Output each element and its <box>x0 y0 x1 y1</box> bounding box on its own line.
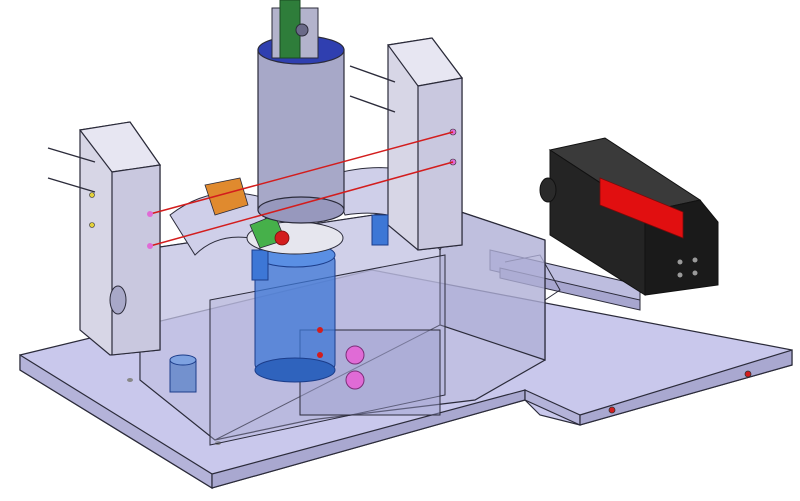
magenta-markers <box>317 327 365 390</box>
workpiece <box>204 177 344 255</box>
cylinder-actuator-icon <box>257 0 345 224</box>
right-pillar <box>349 37 464 251</box>
blue-pin-right <box>371 214 389 246</box>
green-tab <box>279 0 301 59</box>
base-hole <box>608 406 616 414</box>
base-hole <box>127 378 133 382</box>
laser-line-icon <box>147 131 454 249</box>
sensor-module-icon <box>539 137 719 296</box>
base-hole <box>744 370 752 378</box>
sensor-red-band <box>599 177 684 239</box>
left-pillar <box>47 121 162 356</box>
pillar-slot <box>109 285 127 315</box>
blue-internal-parts <box>169 214 389 393</box>
blue-pin-left <box>251 249 269 281</box>
